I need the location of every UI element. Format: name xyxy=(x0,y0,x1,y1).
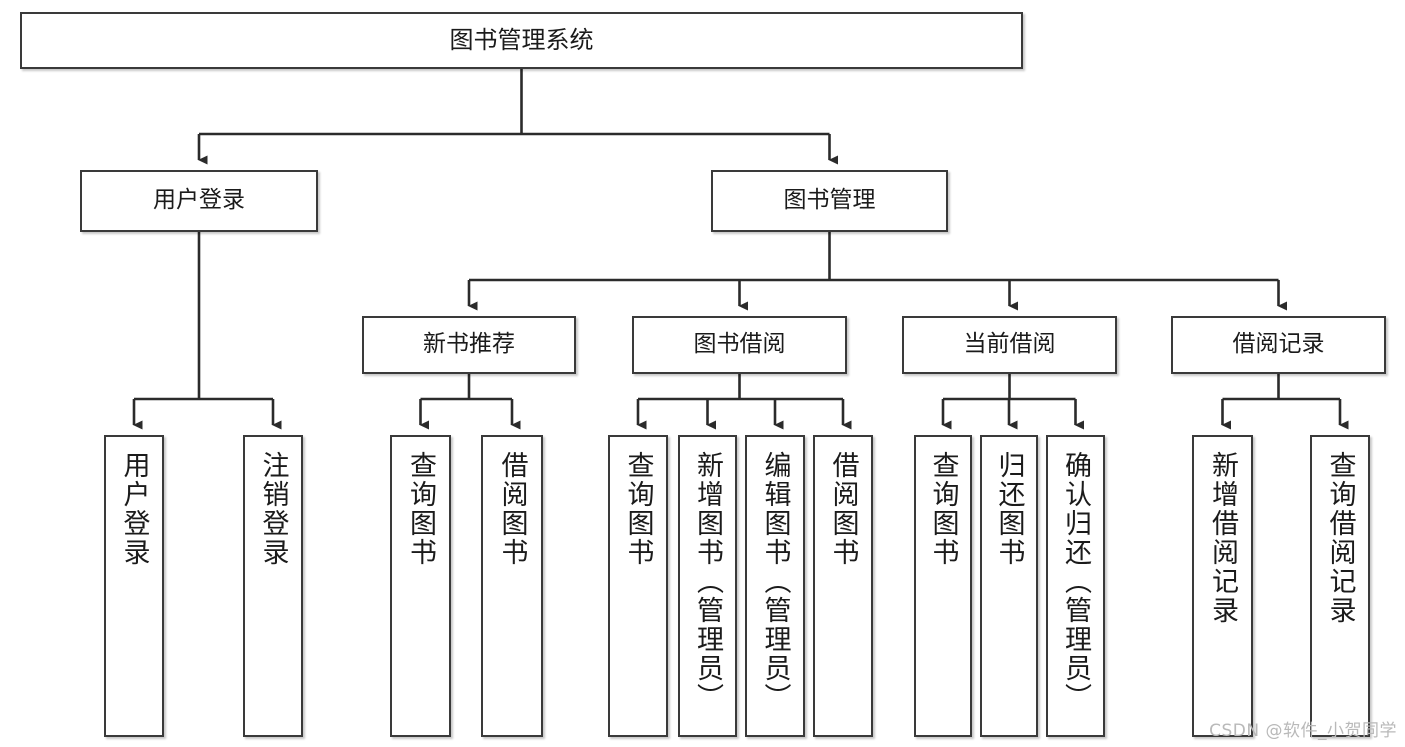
node-label: 图书借阅 xyxy=(693,331,786,358)
node-label: 查询图书 xyxy=(405,451,436,567)
node-label: 图书管理系统 xyxy=(449,26,594,55)
node-label: 查询图书 xyxy=(622,451,654,567)
leaf-borrow-book-recommendation[interactable]: 借阅图书 xyxy=(481,435,543,737)
node-label: 新增图书（管理员） xyxy=(692,451,723,712)
node-label: 借阅图书 xyxy=(496,451,528,567)
node-label: 借阅记录 xyxy=(1232,331,1325,358)
node-label: 注销登录 xyxy=(257,451,289,567)
node-label: 查询图书 xyxy=(927,451,959,567)
leaf-logout[interactable]: 注销登录 xyxy=(243,435,303,737)
leaf-query-book-recommendation[interactable]: 查询图书 xyxy=(390,435,451,737)
node-label: 当前借阅 xyxy=(963,331,1056,358)
node-label: 确认归还（管理员） xyxy=(1060,451,1091,712)
leaf-add-book-admin[interactable]: 新增图书（管理员） xyxy=(678,435,737,737)
node-label: 归还图书 xyxy=(993,451,1025,567)
leaf-edit-book-admin[interactable]: 编辑图书（管理员） xyxy=(745,435,805,737)
node-label: 用户登录 xyxy=(118,451,150,567)
csdn-watermark: CSDN @软件_小贺同学 xyxy=(1209,721,1397,741)
node-label: 新书推荐 xyxy=(423,331,515,358)
leaf-user-login[interactable]: 用户登录 xyxy=(104,435,164,737)
node-label: 新增借阅记录 xyxy=(1207,451,1238,625)
node-user-login[interactable]: 用户登录 xyxy=(80,170,318,232)
node-book-borrowing[interactable]: 图书借阅 xyxy=(632,316,847,374)
leaf-add-borrowing-record[interactable]: 新增借阅记录 xyxy=(1192,435,1253,737)
node-label: 借阅图书 xyxy=(827,451,859,567)
leaf-query-borrowing-record[interactable]: 查询借阅记录 xyxy=(1310,435,1370,737)
node-current-borrowing[interactable]: 当前借阅 xyxy=(902,316,1117,374)
node-new-book-recommendation[interactable]: 新书推荐 xyxy=(362,316,576,374)
node-label: 查询借阅记录 xyxy=(1324,451,1356,625)
node-label: 编辑图书（管理员） xyxy=(759,451,791,712)
node-root-book-management-system[interactable]: 图书管理系统 xyxy=(20,12,1023,69)
leaf-confirm-return-admin[interactable]: 确认归还（管理员） xyxy=(1046,435,1105,737)
leaf-query-book-current[interactable]: 查询图书 xyxy=(914,435,972,737)
leaf-return-book[interactable]: 归还图书 xyxy=(980,435,1038,737)
node-label: 图书管理 xyxy=(783,187,876,214)
node-borrowing-record[interactable]: 借阅记录 xyxy=(1171,316,1386,374)
leaf-query-book-borrowing[interactable]: 查询图书 xyxy=(608,435,668,737)
leaf-borrow-book-borrowing[interactable]: 借阅图书 xyxy=(813,435,873,737)
node-book-management[interactable]: 图书管理 xyxy=(711,170,948,232)
node-label: 用户登录 xyxy=(153,187,245,214)
